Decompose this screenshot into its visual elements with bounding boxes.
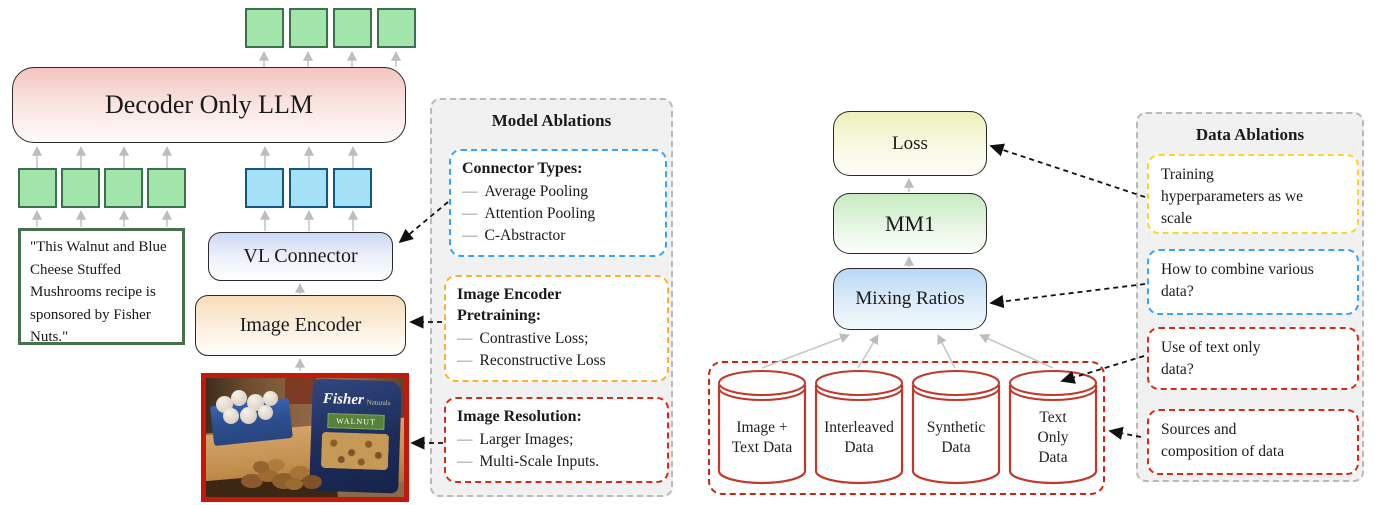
list-item: — Average Pooling	[462, 181, 654, 203]
output-token	[377, 8, 416, 48]
vl-connector-box: VL Connector	[208, 232, 393, 281]
dash-bullet: —	[462, 205, 478, 223]
cylinder-label: Text Only Data	[1037, 409, 1069, 466]
cylinder-synthetic-data	[911, 370, 1001, 485]
vl-connector-label: VL Connector	[243, 245, 358, 267]
mushroom	[258, 405, 273, 420]
training-data-group	[708, 361, 1105, 495]
mixing-ratios-box: Mixing Ratios	[833, 268, 987, 330]
list-item: — Multi-Scale Inputs.	[457, 451, 656, 473]
dash-bullet: —	[457, 352, 473, 370]
cylinder-image-text-data	[717, 370, 807, 485]
bag-walnut-label: WALNUT	[327, 413, 385, 431]
list-item: — Reconstructive Loss	[457, 350, 656, 372]
output-token	[245, 8, 284, 48]
combine-data-box: How to combine various data?	[1147, 249, 1359, 315]
loss-box: Loss	[833, 111, 987, 176]
encoder-pretraining-box: Image Encoder Pretraining: — Contrastive…	[444, 275, 669, 382]
model-ablations-title: Model Ablations	[491, 111, 612, 130]
list-item: — Contrastive Loss;	[457, 328, 656, 350]
text-token	[61, 168, 100, 208]
connector-types-heading: Connector Types:	[462, 160, 583, 177]
text-token	[147, 168, 186, 208]
list-item: — C-Abstractor	[462, 225, 654, 247]
list-item: — Attention Pooling	[462, 203, 654, 225]
mm1-label: MM1	[884, 210, 936, 236]
cylinder-label: Synthetic Data	[926, 419, 986, 456]
caption-text-box: "This Walnut and Blue Cheese Stuffed Mus…	[18, 228, 185, 345]
mm1-box: MM1	[833, 193, 987, 254]
image-resolution-heading: Image Resolution:	[457, 408, 582, 425]
visual-token	[333, 168, 372, 208]
bag-brand-text: Fisher	[322, 391, 365, 409]
decoder-llm-box: Decoder Only LLM	[12, 67, 406, 143]
walnut-photo: Fisher Naturals WALNUT	[201, 373, 409, 502]
model-ablations-panel: Model Ablations Connector Types: — Avera…	[430, 98, 673, 497]
dash-bullet: —	[462, 227, 478, 245]
text-only-question-box: Use of text only data?	[1147, 327, 1359, 390]
output-token	[289, 8, 328, 48]
walnut-pile	[241, 459, 322, 490]
bag-subbrand-text: Naturals	[366, 398, 391, 408]
cylinder-label: Interleaved Data	[824, 419, 894, 456]
visual-token	[245, 168, 284, 208]
text-token	[104, 168, 143, 208]
image-resolution-box: Image Resolution: — Larger Images; — Mul…	[444, 397, 669, 483]
dash-bullet: —	[457, 330, 473, 348]
cylinder-label: Image + Text Data	[731, 419, 793, 456]
mushroom	[223, 408, 239, 424]
image-encoder-box: Image Encoder	[195, 295, 406, 356]
mushroom	[240, 407, 257, 424]
data-ablations-panel: Data Ablations Training hyperparameters …	[1136, 112, 1364, 482]
caption-text: "This Walnut and Blue Cheese Stuffed Mus…	[30, 239, 167, 345]
connector-types-box: Connector Types: — Average Pooling — Att…	[449, 149, 667, 257]
bag-window	[320, 432, 390, 471]
output-token	[333, 8, 372, 48]
mushroom	[263, 391, 278, 406]
loss-label: Loss	[892, 132, 928, 154]
image-encoder-label: Image Encoder	[239, 314, 362, 336]
decoder-llm-label: Decoder Only LLM	[105, 90, 313, 119]
mixing-ratios-label: Mixing Ratios	[855, 288, 965, 309]
sources-box: Sources and composition of data	[1147, 409, 1359, 475]
hyperparams-box: Training hyperparameters as we scale	[1147, 154, 1359, 234]
text-token	[18, 168, 57, 208]
data-ablations-title: Data Ablations	[1195, 125, 1305, 144]
visual-token	[289, 168, 328, 208]
encoder-pretraining-heading: Image Encoder Pretraining:	[457, 286, 562, 325]
mushroom	[231, 390, 247, 406]
dash-bullet: —	[457, 453, 473, 471]
dash-bullet: —	[457, 431, 473, 449]
cylinder-interleaved-data	[814, 370, 904, 485]
list-item: — Larger Images;	[457, 429, 656, 451]
dash-bullet: —	[462, 183, 478, 201]
